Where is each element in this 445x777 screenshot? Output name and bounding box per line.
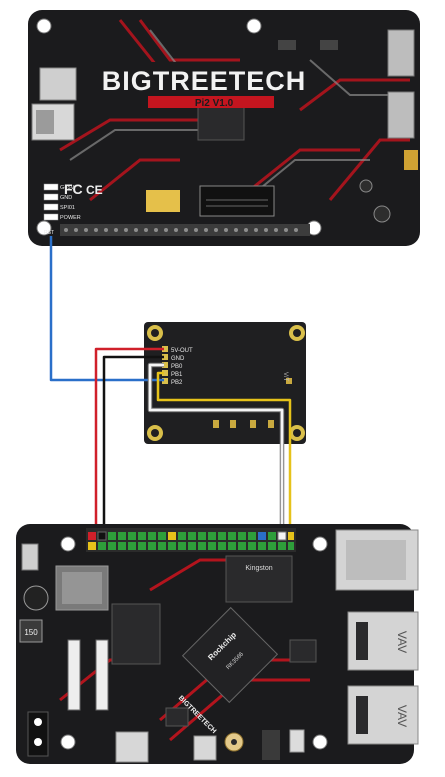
adapter-pin-label: PB0 bbox=[171, 364, 183, 370]
wire-white bbox=[148, 363, 284, 540]
wire-yellow bbox=[156, 371, 292, 540]
wire-red bbox=[94, 347, 164, 540]
adapter-pin-label: 5V-OUT bbox=[171, 348, 193, 354]
adapter-board: 5V-OUT GND PB0 PB1 PB2 V/T bbox=[144, 322, 306, 444]
top-board-brand: BIGTREETECH bbox=[102, 66, 307, 96]
top-pin-label: POWER bbox=[60, 215, 81, 221]
memory-brand: Kingston bbox=[245, 565, 272, 572]
adapter-side-label: V/T bbox=[282, 372, 288, 382]
gpio-pins bbox=[88, 531, 294, 550]
wire-black bbox=[102, 355, 164, 540]
usb-mark: VAV bbox=[395, 705, 409, 727]
top-pin-rst: RST bbox=[44, 230, 54, 236]
fc-mark: FC bbox=[64, 181, 83, 197]
top-board: BIGTREETECH Pi2 V1.0 FC CE G+5V GND SPI0… bbox=[28, 10, 420, 246]
wire-blue bbox=[49, 236, 164, 382]
cap-label: 150 bbox=[24, 628, 38, 637]
top-board-model: Pi2 V1.0 bbox=[195, 98, 234, 109]
adapter-pin-label: PB1 bbox=[171, 372, 183, 378]
adapter-pin-label: PB2 bbox=[171, 380, 183, 386]
top-pin-label: G+5V bbox=[60, 185, 75, 191]
ce-mark: CE bbox=[86, 183, 103, 197]
wires bbox=[49, 236, 292, 540]
adapter-pin-label: GND bbox=[171, 356, 185, 362]
top-pin-label: SPI01 bbox=[60, 205, 75, 211]
bottom-board: 150 Kingston Rockchip RK3566 BIGTREETECH… bbox=[16, 524, 419, 764]
usb-mark: VAV bbox=[395, 631, 409, 653]
top-pin-label: GND bbox=[60, 195, 72, 201]
